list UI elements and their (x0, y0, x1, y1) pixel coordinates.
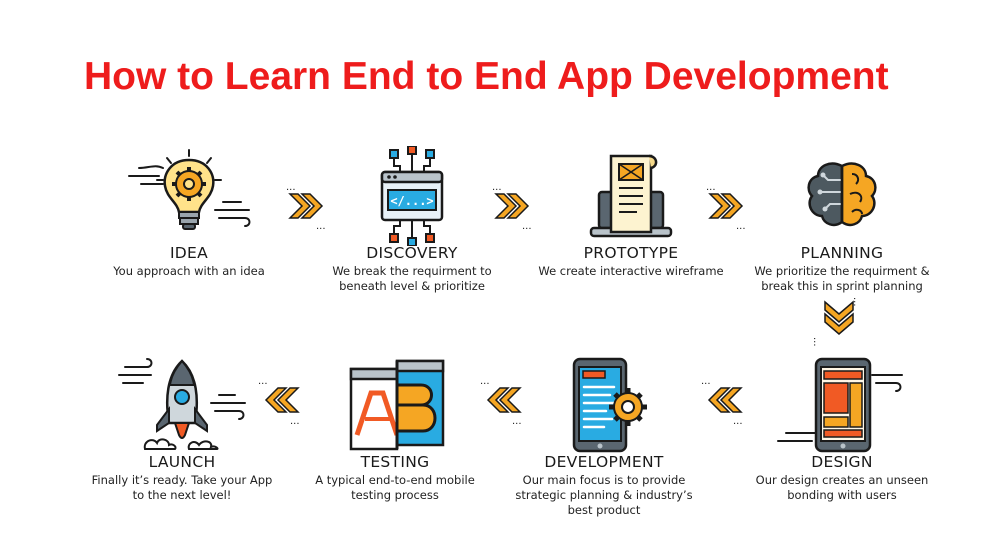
step-description: We break the requirment to beneath level… (332, 264, 492, 293)
chevron-right-icon: ... ... (706, 182, 746, 230)
chevron-right-icon: ... ... (286, 182, 326, 230)
svg-text:...: ... (733, 416, 743, 426)
chevron-down-icon: ... ... (813, 297, 862, 346)
step-description: Our main focus is to provide strategic p… (515, 473, 693, 517)
svg-text:</...>: </...> (390, 194, 433, 208)
tablet-gear-icon (572, 357, 647, 453)
step-label: IDEA (169, 244, 209, 262)
svg-text:...: ... (290, 416, 300, 426)
svg-text:...: ... (736, 221, 746, 230)
step-design: DESIGN Our design creates an unseen bond… (737, 355, 947, 503)
step-idea: IDEA You approach with an idea (84, 146, 294, 279)
step-label: DISCOVERY (366, 244, 458, 262)
svg-text:...: ... (480, 376, 490, 387)
step-label: PROTOTYPE (583, 244, 679, 262)
step-testing: TESTING A typical end-to-end mobile test… (290, 355, 500, 503)
step-development: DEVELOPMENT Our main focus is to provide… (499, 355, 709, 518)
step-label: TESTING (360, 453, 430, 471)
step-prototype: PROTOTYPE We create interactive wirefram… (526, 146, 736, 279)
step-label: PLANNING (800, 244, 884, 262)
step-description: Finally it’s ready. Take your App to the… (91, 473, 273, 502)
step-description: A typical end-to-end mobile testing proc… (315, 473, 475, 502)
brain-circuit-icon (807, 162, 877, 227)
step-description: Our design creates an unseen bonding wit… (755, 473, 929, 502)
step-discovery: </...> DISCOVERY We break the requirment… (307, 146, 517, 294)
svg-text:...: ... (522, 221, 532, 230)
step-launch: LAUNCH Finally it’s ready. Take your App… (77, 355, 287, 503)
svg-text:...: ... (701, 376, 711, 387)
lightbulb-gear-icon (128, 149, 251, 230)
ab-test-icon (349, 359, 445, 451)
step-description: You approach with an idea (113, 264, 265, 278)
chevron-left-icon: ... ... (480, 376, 522, 426)
svg-text:...: ... (286, 182, 296, 193)
step-description: We create interactive wireframe (538, 264, 724, 278)
page-title: How to Learn End to End App Development (84, 55, 889, 98)
code-network-icon: </...> (380, 146, 444, 246)
svg-text:...: ... (706, 182, 716, 193)
step-description: We prioritize the requirment & break thi… (754, 264, 930, 293)
step-label: LAUNCH (148, 453, 216, 471)
svg-text:...: ... (512, 416, 522, 426)
svg-text:...: ... (258, 376, 268, 387)
step-planning: PLANNING We prioritize the requirment & … (737, 146, 947, 294)
svg-text:...: ... (316, 221, 326, 230)
phone-layout-icon (777, 357, 903, 453)
chevron-right-icon: ... ... (492, 182, 532, 230)
chevron-left-icon: ... ... (258, 376, 300, 426)
svg-text:...: ... (492, 182, 502, 193)
svg-text:...: ... (813, 337, 822, 346)
rocket-icon (118, 358, 246, 450)
step-label: DEVELOPMENT (544, 453, 664, 471)
step-label: DESIGN (811, 453, 873, 471)
chevron-left-icon: ... ... (701, 376, 743, 426)
laptop-wireframe-icon (589, 154, 673, 238)
svg-text:...: ... (851, 297, 862, 307)
